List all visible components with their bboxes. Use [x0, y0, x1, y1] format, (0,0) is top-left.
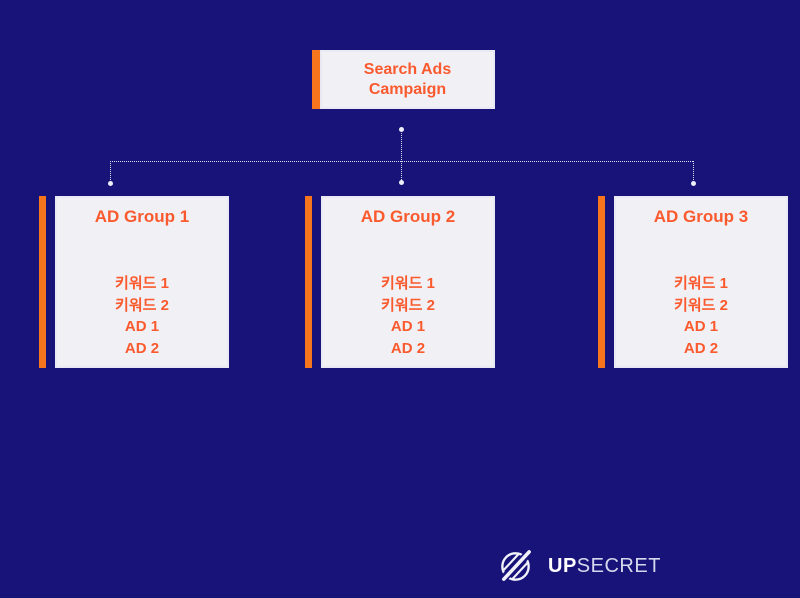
ad-group-box: AD Group 2 키워드 1 키워드 2 AD 1 AD 2	[321, 196, 495, 368]
connector-drop-right	[693, 161, 694, 182]
ad-item: AD 2	[124, 339, 160, 357]
ad-group-node-1: AD Group 1 키워드 1 키워드 2 AD 1 AD 2	[39, 196, 229, 368]
keyword-item: 키워드 2	[381, 296, 435, 314]
connector-endpoint-dot	[399, 180, 404, 185]
campaign-title-line1: Search Ads	[363, 60, 452, 78]
ad-item: AD 1	[124, 318, 160, 335]
campaign-node: Search Ads Campaign	[312, 50, 495, 109]
connector-endpoint-dot	[399, 127, 404, 132]
ad-group-title: AD Group 3	[653, 207, 749, 226]
brand-wordmark-up: UP	[548, 555, 577, 577]
keyword-item: 키워드 1	[115, 275, 169, 292]
ad-group-accent-bar	[598, 196, 605, 368]
connector-stem	[401, 129, 402, 182]
ad-group-box: AD Group 1 키워드 1 키워드 2 AD 1 AD 2	[55, 196, 229, 368]
brand-wordmark: UPSECRET	[548, 555, 661, 578]
keyword-item: 키워드 2	[674, 296, 728, 314]
campaign-box: Search Ads Campaign	[320, 50, 495, 109]
ad-item: AD 2	[683, 339, 719, 357]
ad-group-accent-bar	[39, 196, 46, 368]
upsecret-logo: UPSECRET	[496, 547, 661, 586]
connector-horizontal	[110, 161, 693, 162]
ad-group-accent-bar	[305, 196, 312, 368]
connector-endpoint-dot	[108, 181, 113, 186]
connector-drop-left	[110, 161, 111, 182]
ad-item: AD 1	[683, 318, 719, 335]
ad-item: AD 1	[390, 318, 426, 335]
slashed-circle-logo-icon	[497, 548, 534, 585]
brand-wordmark-secret: SECRET	[576, 555, 661, 577]
keyword-item: 키워드 1	[381, 275, 435, 292]
ad-group-item-list: 키워드 1 키워드 2 AD 1 AD 2	[616, 273, 786, 359]
ad-group-node-3: AD Group 3 키워드 1 키워드 2 AD 1 AD 2	[598, 196, 788, 368]
ad-group-box: AD Group 3 키워드 1 키워드 2 AD 1 AD 2	[614, 196, 788, 368]
campaign-title-line2: Campaign	[368, 80, 447, 98]
campaign-accent-bar	[312, 50, 320, 109]
keyword-item: 키워드 1	[674, 275, 728, 292]
connector-endpoint-dot	[691, 181, 696, 186]
ad-group-title: AD Group 1	[94, 207, 190, 226]
ad-group-item-list: 키워드 1 키워드 2 AD 1 AD 2	[57, 273, 227, 359]
ad-group-item-list: 키워드 1 키워드 2 AD 1 AD 2	[323, 273, 493, 359]
ad-group-node-2: AD Group 2 키워드 1 키워드 2 AD 1 AD 2	[305, 196, 495, 368]
keyword-item: 키워드 2	[115, 296, 169, 314]
ad-group-title: AD Group 2	[360, 207, 456, 226]
ad-item: AD 2	[390, 339, 426, 357]
